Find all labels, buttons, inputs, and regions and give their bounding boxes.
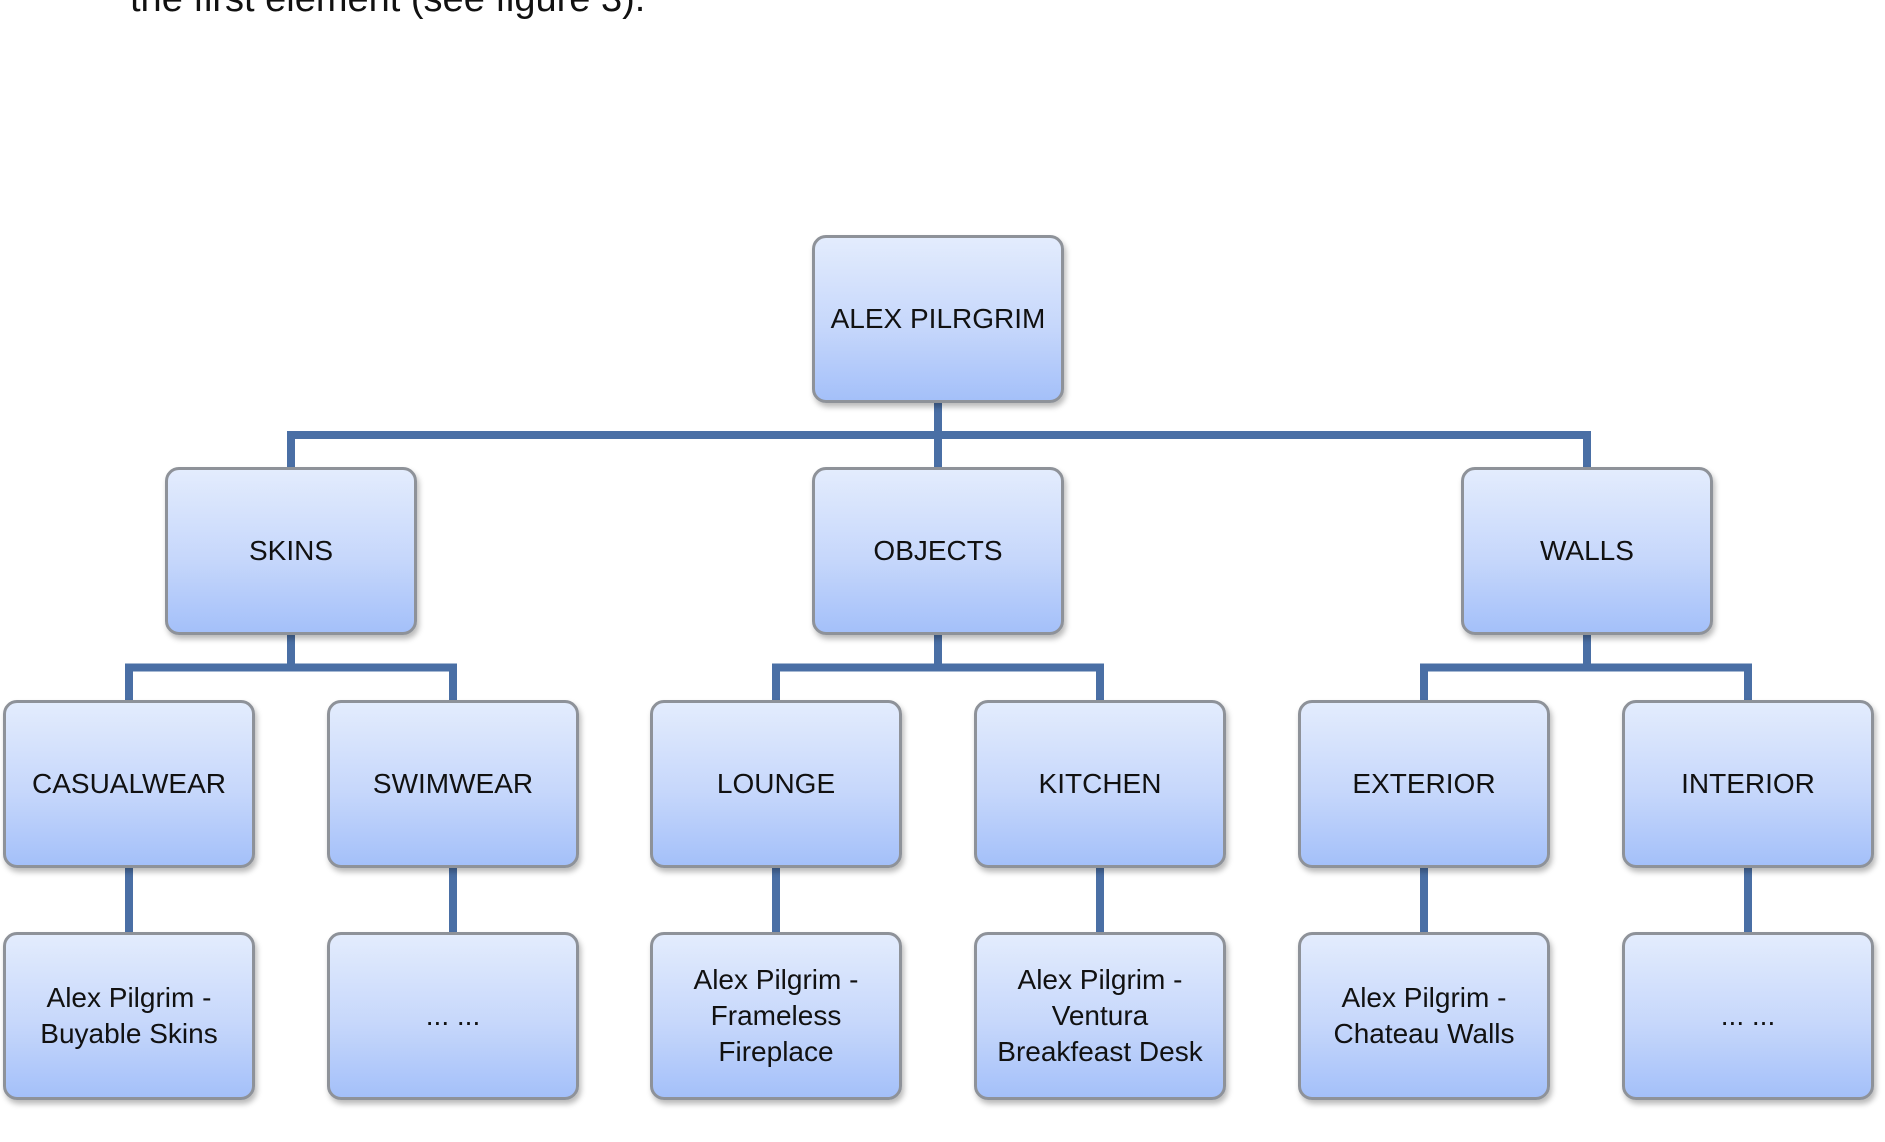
node-interior: INTERIOR bbox=[1622, 700, 1874, 868]
node-label: WALLS bbox=[1540, 535, 1634, 566]
node-buyable-skins: Alex Pilgrim - Buyable Skins bbox=[3, 932, 255, 1100]
node-kitchen: KITCHEN bbox=[974, 700, 1226, 868]
node-swimwear-placeholder: ... ... bbox=[327, 932, 579, 1100]
node-interior-placeholder: ... ... bbox=[1622, 932, 1874, 1100]
node-ventura-breakfeast-desk: Alex Pilgrim - Ventura Breakfeast Desk bbox=[974, 932, 1226, 1100]
node-label: INTERIOR bbox=[1681, 768, 1815, 799]
node-label: ... ... bbox=[1720, 1000, 1776, 1031]
node-label: Alex Pilgrim - Ventura Breakfeast Desk bbox=[997, 964, 1203, 1067]
node-label: KITCHEN bbox=[1038, 768, 1162, 799]
node-frameless-fireplace: Alex Pilgrim - Frameless Fireplace bbox=[650, 932, 902, 1100]
node-label: OBJECTS bbox=[873, 535, 1003, 566]
node-swimwear: SWIMWEAR bbox=[327, 700, 579, 868]
node-casualwear: CASUALWEAR bbox=[3, 700, 255, 868]
intro-text: the first element (see figure 3). bbox=[130, 0, 645, 21]
node-label: SWIMWEAR bbox=[372, 768, 534, 799]
node-lounge: LOUNGE bbox=[650, 700, 902, 868]
connector-root bbox=[287, 399, 1591, 471]
node-label: ... ... bbox=[425, 1000, 481, 1031]
node-label: LOUNGE bbox=[716, 768, 836, 799]
node-label: SKINS bbox=[248, 535, 334, 566]
node-label: ALEX PILRGRIM bbox=[830, 303, 1046, 334]
node-objects: OBJECTS bbox=[812, 467, 1064, 635]
connector-skins bbox=[125, 631, 457, 704]
connector-objects bbox=[772, 631, 1104, 704]
node-chateau-walls: Alex Pilgrim - Chateau Walls bbox=[1298, 932, 1550, 1100]
node-root: ALEX PILRGRIM bbox=[812, 235, 1064, 403]
node-label: Alex Pilgrim - Chateau Walls bbox=[1333, 982, 1515, 1049]
node-label: EXTERIOR bbox=[1352, 768, 1496, 799]
connector-walls bbox=[1420, 631, 1752, 704]
node-label: Alex Pilgrim - Frameless Fireplace bbox=[693, 964, 859, 1067]
node-label: CASUALWEAR bbox=[32, 768, 226, 799]
node-skins: SKINS bbox=[165, 467, 417, 635]
node-label: Alex Pilgrim - Buyable Skins bbox=[40, 982, 218, 1049]
node-walls: WALLS bbox=[1461, 467, 1713, 635]
node-exterior: EXTERIOR bbox=[1298, 700, 1550, 868]
